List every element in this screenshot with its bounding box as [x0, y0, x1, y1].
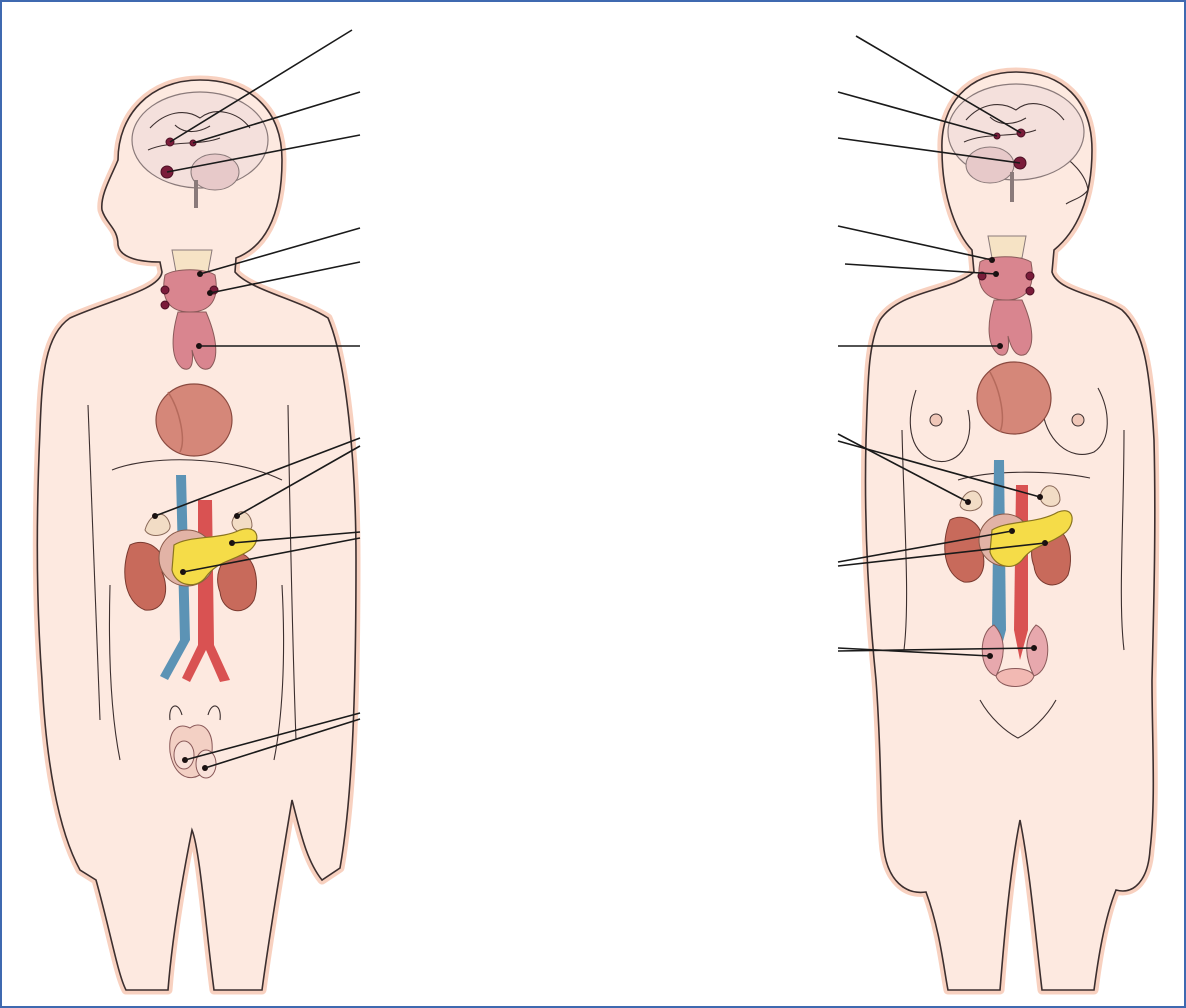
female-artery: [1014, 485, 1028, 660]
female-nipple-right: [1072, 414, 1084, 426]
female-nipple-left: [930, 414, 942, 426]
male-heart: [156, 384, 232, 456]
female-heart: [977, 362, 1051, 434]
male-figure: [37, 80, 356, 990]
